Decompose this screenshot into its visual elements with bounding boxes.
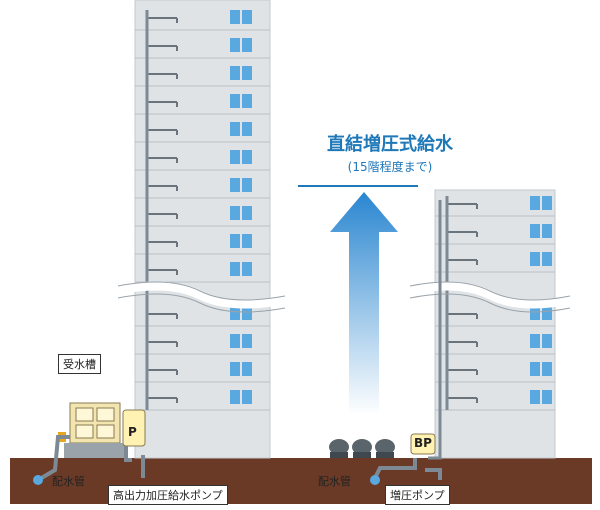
tall-floor-window: [230, 66, 240, 80]
tall-floor-window: [230, 206, 240, 220]
tall-floor-window: [230, 122, 240, 136]
mid-floor-window: [530, 196, 540, 210]
tall-floor-window: [230, 362, 240, 376]
pump-badge: P: [128, 425, 137, 439]
water-main-right-dot: [370, 475, 380, 485]
water-main-left-label: 配水管: [52, 475, 85, 488]
booster-pump: [410, 433, 436, 455]
tall-floor-window: [230, 38, 240, 52]
diagram-subtitle: (15階程度まで): [347, 160, 433, 174]
tall-floor-window: [230, 150, 240, 164]
water-main-right-label: 配水管: [318, 475, 351, 488]
water-main-left-dot: [33, 475, 43, 485]
booster-badge: BP: [414, 436, 432, 450]
receiving-tank-label: 受水槽: [58, 354, 101, 374]
high-output-pump: [122, 409, 146, 447]
tall-floor-window: [230, 178, 240, 192]
mid-break-line: [409, 281, 571, 309]
tall-break-line: [117, 281, 286, 309]
high-output-pump-label: 高出力加圧給水ポンプ: [108, 485, 228, 505]
ground: [10, 458, 592, 504]
pipe-left: [36, 435, 70, 482]
mid-floor-window: [530, 252, 540, 266]
mid-floor-window: [530, 306, 540, 320]
tall-floor-window: [230, 94, 240, 108]
tall-floor-window: [230, 234, 240, 248]
pressure-arrow: [330, 192, 398, 415]
booster-unit: [329, 439, 349, 455]
tall-floor-window: [230, 390, 240, 404]
tall-floor-window: [230, 10, 240, 24]
tall-floor-window: [230, 262, 240, 276]
booster-pump-label: 増圧ポンプ: [385, 485, 450, 505]
tall-floor-window: [230, 306, 240, 320]
mid-floor-window: [530, 390, 540, 404]
tall-floor-window: [230, 334, 240, 348]
diagram-title: 直結増圧式給水: [327, 134, 453, 155]
booster-unit: [375, 439, 395, 455]
mid-floor-window: [530, 362, 540, 376]
mid-floor-window: [530, 224, 540, 238]
pipe-right: [373, 458, 417, 479]
mid-floor-window: [530, 334, 540, 348]
booster-unit: [352, 439, 372, 455]
